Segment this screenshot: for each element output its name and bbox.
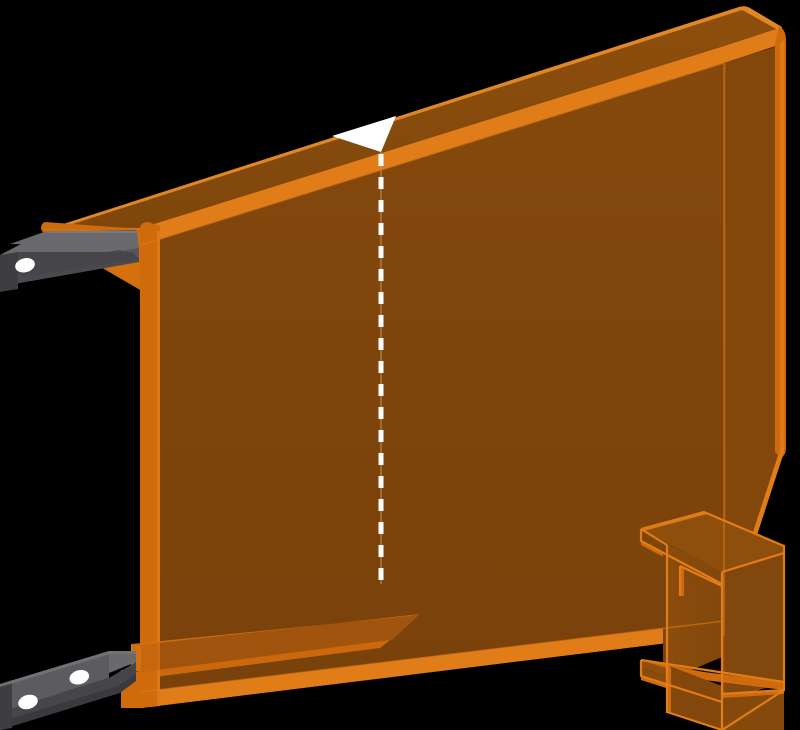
- right-end-edge-highlight: [780, 40, 784, 456]
- bottom-inner-ledge-top: [131, 614, 420, 645]
- main-beam-web: [141, 44, 784, 708]
- top-mounting-bracket: [0, 230, 139, 292]
- bottom-mounting-bracket: [0, 651, 136, 730]
- channel-bottom-inner-lip: [667, 665, 722, 730]
- bottom-bracket-end-face: [0, 680, 12, 730]
- channel-outline-strokes: [639, 510, 786, 730]
- channel-top-flange-surface: [641, 512, 784, 572]
- bottom-bracket-shadow-band: [0, 674, 136, 730]
- top-flange-notch: [332, 116, 396, 152]
- bottom-inner-ledge-slope: [141, 614, 420, 672]
- top-flange-notch-group: [332, 116, 396, 152]
- bolt-hole-top-bracket: [15, 258, 35, 273]
- bolt-hole-bottom-bracket-right: [69, 669, 90, 685]
- bottom-flange-inner-ledge: [121, 640, 390, 680]
- left-end-edge-inner-line: [157, 231, 160, 706]
- channel-front-face: [722, 553, 784, 702]
- channel-top-inner-lip-face: [684, 567, 722, 594]
- top-bracket-end-face: [0, 252, 18, 292]
- top-flange-far-surface: [57, 6, 782, 229]
- main-beam-outline-strokes: [140, 62, 725, 693]
- left-end-edge-rounded-top: [140, 222, 160, 231]
- left-end-edge: [140, 228, 160, 708]
- bottom-flange-highlight-edge: [141, 437, 784, 708]
- channel-bottom-flange-surface: [641, 660, 784, 690]
- top-bracket-edge-highlight: [46, 231, 137, 233]
- main-beam-group: [41, 6, 786, 708]
- top-bracket-inner-shadow: [18, 252, 139, 277]
- bolt-hole-bottom-bracket-left: [18, 694, 38, 710]
